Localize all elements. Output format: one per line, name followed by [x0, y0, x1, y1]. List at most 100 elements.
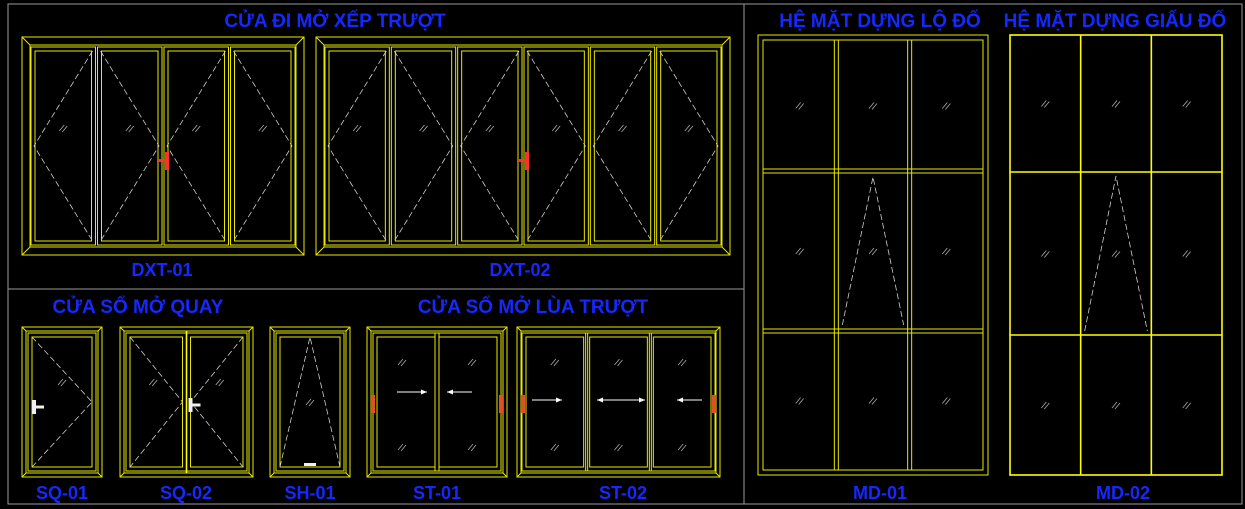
glass-hatch-mark [1041, 401, 1047, 409]
frame-corner [502, 326, 508, 332]
door-window-drawings [21, 34, 1223, 478]
glass-hatch-mark [422, 125, 428, 133]
glass-hatch-mark [1111, 100, 1118, 107]
inner-frame [370, 330, 504, 474]
inner-frame [520, 330, 717, 474]
slide-arrow-head [447, 389, 453, 395]
glass-hatch-mark [258, 124, 265, 132]
glass-hatch-mark [621, 125, 627, 133]
sash-frame [97, 46, 163, 246]
sash-frame [125, 332, 187, 472]
glass-hatch-mark [1041, 100, 1047, 107]
glass-hatch-mark [58, 124, 65, 132]
slide-arrow-head [677, 397, 683, 403]
glass-hatch-mark [1114, 251, 1121, 258]
glass-hatch-mark [553, 359, 560, 367]
sash-frame [656, 46, 722, 246]
glass-hatch-mark [305, 398, 312, 406]
glass-hatch-mark [308, 399, 315, 407]
glass-hatch-mark [1114, 101, 1121, 108]
glass-hatch-mark [945, 103, 951, 110]
awning-swing-line [279, 336, 341, 468]
frame-corner [248, 326, 254, 332]
frame-corner [295, 36, 305, 46]
glass-hatch-mark [942, 102, 948, 109]
frame-corner [295, 246, 305, 256]
sash-glass-edge [376, 336, 436, 468]
glass-hatch-mark [485, 124, 492, 132]
glass-hatch-mark [868, 247, 875, 255]
sash-frame [457, 46, 523, 246]
glass-hatch-mark [467, 358, 474, 366]
sash-glass-edge [525, 336, 585, 468]
inner-frame [323, 44, 723, 248]
outer-frame [21, 36, 305, 256]
glass-hatch-mark [470, 359, 477, 367]
curtain-wall-md-01 [757, 34, 989, 476]
window-handle-lever [34, 405, 44, 409]
sash-glass-edge [129, 336, 183, 468]
glass-hatch-mark [261, 125, 268, 133]
sash-glass-edge [527, 50, 585, 242]
glass-hatch-mark [945, 248, 951, 256]
folding-swing-line [460, 50, 520, 242]
glass-hatch-mark [795, 397, 801, 404]
folding-swing-line [592, 50, 653, 242]
glass-hatch-mark [397, 443, 404, 451]
outer-frame [1009, 34, 1223, 476]
glass-hatch-mark [352, 124, 359, 132]
glass-hatch-mark [355, 125, 362, 133]
glass-hatch-mark [128, 125, 135, 133]
sash-frame [589, 46, 656, 246]
code-md-02: MD-02 [1096, 483, 1150, 503]
glass-hatch-mark [680, 359, 687, 367]
sash-glass-edge [652, 336, 712, 468]
glass-hatch-mark [871, 398, 878, 405]
sash-frame [27, 332, 97, 472]
folding-door-dxt-01 [21, 36, 305, 256]
glass-hatch-mark [57, 378, 64, 386]
glass-hatch-mark [1182, 100, 1188, 107]
curtain-wall-vent-line [841, 176, 905, 326]
glass-hatch-mark [218, 379, 225, 387]
curtain-wall-md-02 [1009, 34, 1223, 476]
sash-glass-edge [234, 50, 292, 242]
folding-swing-line [327, 50, 387, 242]
glass-hatch-mark [614, 443, 620, 451]
frame-corner [21, 326, 27, 332]
glass-hatch-mark [419, 124, 425, 132]
glass-hatch-mark [945, 398, 951, 405]
glass-hatch-mark [795, 247, 801, 255]
casement-swing-line [31, 336, 93, 468]
slide-lock-icon [499, 395, 503, 413]
slide-arrow-head [597, 397, 603, 403]
glass-hatch-mark [554, 125, 561, 133]
glass-hatch-mark [151, 379, 158, 387]
sash-frame [186, 332, 248, 472]
glass-hatch-mark [148, 378, 155, 386]
frame-corner [315, 246, 325, 256]
sash-glass-edge [328, 50, 386, 242]
sash-glass-edge [461, 50, 519, 242]
sash-glass-edge [593, 50, 652, 242]
glass-hatch-mark [618, 124, 624, 132]
sash-glass-edge [190, 336, 244, 468]
sash-glass-edge [438, 336, 498, 468]
glass-hatch-mark [798, 248, 804, 256]
folding-swing-line [233, 50, 293, 242]
folding-swing-line [393, 50, 454, 242]
glass-hatch-mark [614, 358, 620, 366]
casement-windows-title: CỬA SỔ MỞ QUAY [53, 296, 224, 318]
glass-hatch-mark [617, 444, 623, 452]
glass-hatch-mark [1182, 250, 1188, 257]
section-dividers [7, 3, 1243, 505]
frame-corner [21, 472, 27, 478]
curtain-wall-vent-line [1084, 175, 1148, 332]
sash-frame [30, 46, 96, 246]
glass-hatch-mark [680, 444, 687, 452]
slide-lock-icon [371, 395, 375, 413]
glass-hatch-mark [798, 103, 804, 110]
frame-corner [345, 472, 351, 478]
glass-hatch-mark [1185, 402, 1191, 410]
glass-hatch-mark [550, 443, 557, 451]
